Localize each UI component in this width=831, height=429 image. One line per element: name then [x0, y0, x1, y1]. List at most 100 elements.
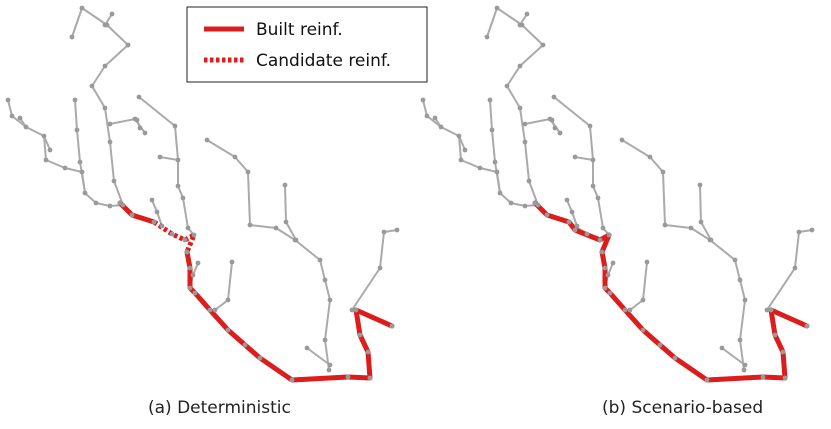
built-reinforcement-line — [768, 307, 810, 329]
network-node — [484, 34, 490, 40]
network-node — [327, 297, 333, 303]
network-node — [157, 154, 163, 160]
network-node — [768, 307, 774, 313]
network-node — [322, 277, 328, 283]
network-node — [175, 157, 181, 163]
network-node — [606, 232, 612, 238]
network-node — [587, 123, 593, 129]
network-node — [462, 147, 468, 153]
network-node — [627, 307, 633, 313]
network-node — [82, 190, 88, 196]
network-node — [187, 265, 193, 271]
legend: Built reinf. Candidate reinf. — [186, 6, 428, 83]
network-node — [357, 332, 363, 338]
network-node — [180, 195, 186, 201]
network-node — [574, 223, 580, 229]
network-node — [204, 137, 210, 143]
network-node — [424, 113, 430, 119]
network-node — [190, 272, 196, 278]
network-line — [699, 184, 712, 241]
network-node — [23, 124, 29, 130]
network-node — [590, 183, 596, 189]
network-node — [544, 212, 550, 218]
network-node — [111, 178, 117, 184]
network-node — [107, 121, 113, 127]
network-node — [640, 297, 646, 303]
built-reinforcement-line — [599, 232, 788, 383]
caption-scenario-based: (b) Scenario-based — [602, 398, 764, 418]
network-node — [182, 237, 188, 243]
network-node — [293, 237, 299, 243]
network-node — [569, 209, 575, 215]
network-node — [517, 105, 523, 111]
network-node — [191, 232, 197, 238]
network-node — [526, 178, 532, 184]
network-node — [169, 231, 175, 237]
network-node — [389, 323, 395, 329]
panel-scenario-based — [420, 5, 815, 383]
network-node — [590, 157, 596, 163]
network-node — [77, 159, 83, 165]
network-node — [804, 323, 810, 329]
panel-deterministic — [5, 5, 400, 383]
network-node — [47, 147, 53, 153]
network-node — [456, 133, 462, 139]
network-node — [572, 227, 578, 233]
network-line — [306, 347, 331, 366]
network-node — [780, 349, 786, 355]
network-node — [657, 342, 663, 348]
network-node — [432, 115, 438, 121]
network-node — [74, 127, 80, 133]
network-node — [79, 169, 85, 175]
network-node — [600, 225, 606, 231]
network-node — [89, 83, 95, 89]
network-node — [62, 165, 68, 171]
network-line — [74, 99, 86, 194]
network-node — [732, 257, 738, 263]
network-node — [487, 97, 493, 103]
network-node — [365, 349, 371, 355]
network-node — [5, 97, 11, 103]
network-node — [662, 222, 668, 228]
network-node — [644, 259, 650, 265]
network-node — [489, 127, 495, 133]
network-node — [304, 345, 310, 351]
network-node — [522, 139, 528, 145]
network-node — [605, 272, 611, 278]
network-line — [574, 156, 594, 161]
network-node — [187, 285, 193, 291]
candidate-reinforcement-line — [152, 219, 197, 253]
network-node — [317, 257, 323, 263]
network-node — [117, 200, 123, 206]
network-node — [107, 203, 113, 209]
network-node — [172, 123, 178, 129]
network-node — [660, 169, 666, 175]
network-node — [566, 219, 572, 225]
network-node — [564, 197, 570, 203]
network-node — [159, 223, 165, 229]
network-node — [93, 200, 99, 206]
network-node — [225, 327, 231, 333]
network-node — [232, 154, 238, 160]
network-node — [192, 290, 198, 296]
built-reinforcement-line — [353, 307, 395, 329]
built-reinforcement-line — [532, 200, 612, 243]
network-node — [154, 209, 160, 215]
network-node — [607, 290, 613, 296]
network-node — [796, 229, 802, 235]
network-line — [159, 156, 179, 161]
network-node — [43, 157, 49, 163]
network-node — [225, 297, 231, 303]
caption-deterministic: (a) Deterministic — [148, 398, 291, 418]
network-node — [109, 11, 115, 17]
network-line — [486, 7, 544, 206]
legend-box — [186, 6, 428, 83]
network-node — [760, 374, 766, 380]
network-node — [688, 225, 694, 231]
network-line — [766, 229, 813, 311]
network-node — [9, 113, 15, 119]
network-node — [551, 94, 557, 100]
network-node — [522, 203, 528, 209]
network-node — [704, 377, 710, 383]
network-node — [599, 249, 605, 255]
